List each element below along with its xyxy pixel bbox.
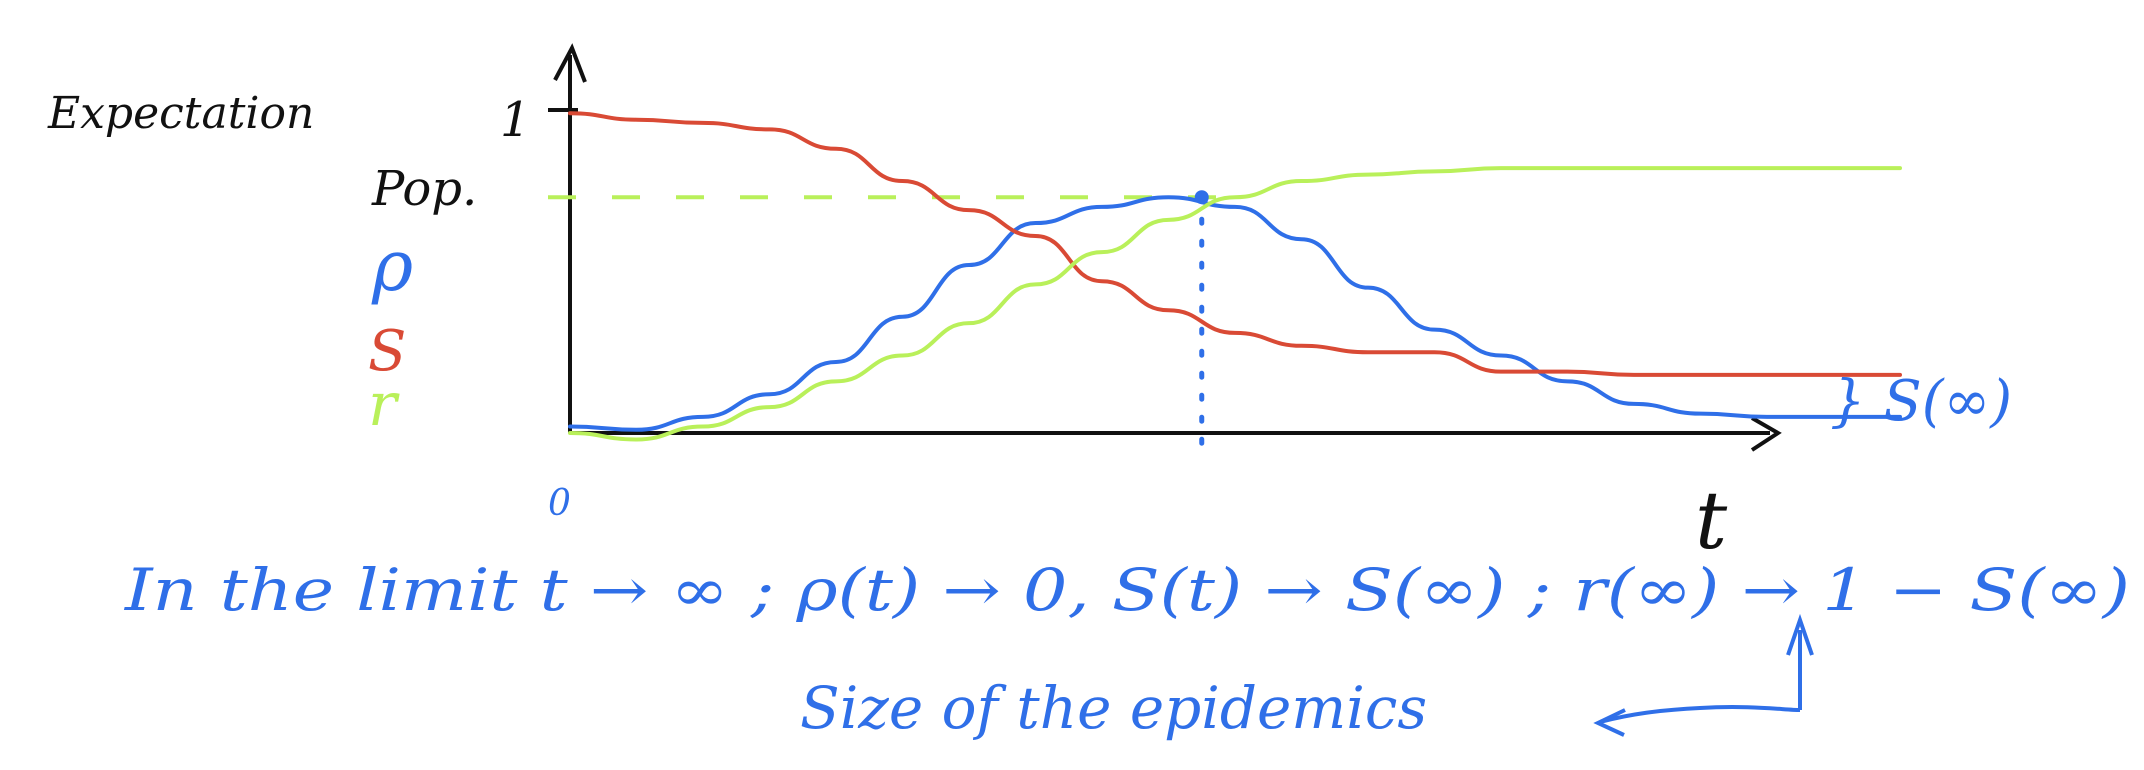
series-line-s xyxy=(568,111,1902,377)
series-group xyxy=(568,111,1902,442)
series-line-r xyxy=(568,166,1902,442)
pop-label: Pop. xyxy=(371,161,477,217)
s-infinity-label: } S(∞) xyxy=(1830,369,2012,434)
y-axis-arrowhead xyxy=(553,43,587,83)
pointer-arrowhead xyxy=(1786,613,1814,656)
legend-s: S xyxy=(368,319,406,384)
limit-statement: In the limit t → ∞ ; ρ(t) → 0, S(t) → S(… xyxy=(124,556,2130,624)
caption-arrow-line xyxy=(1599,705,1801,724)
legend-r: r xyxy=(368,370,400,440)
caption-arrowhead xyxy=(1593,708,1626,737)
series-line-rho xyxy=(568,195,1902,432)
x-tick-zero-label: 0 xyxy=(548,483,571,524)
y-tick-one-label: 1 xyxy=(500,92,531,148)
x-axis-arrowhead xyxy=(1750,416,1782,452)
legend-rho: ρ xyxy=(371,225,413,307)
size-caption: Size of the epidemics xyxy=(800,674,1427,742)
expectation-label: Expectation xyxy=(47,88,314,139)
x-axis-label: t xyxy=(1695,474,1728,567)
